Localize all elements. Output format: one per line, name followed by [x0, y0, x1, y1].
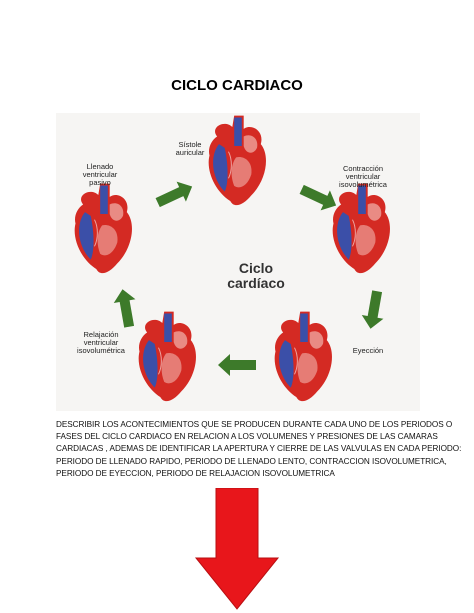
cardiac-cycle-diagram: Ciclo cardíaco Sístole auricular Contrac…	[56, 113, 420, 411]
page-title: CICLO CARDIACO	[171, 77, 303, 94]
description-line: FASES DEL CICLO CARDIACO EN RELACION A L…	[56, 432, 438, 442]
heart-atrial-systole	[208, 115, 267, 206]
cycle-arrow-2	[359, 289, 388, 331]
cycle-arrow-4	[111, 287, 140, 329]
heart-passive-filling	[74, 183, 133, 274]
label-atrial-systole: Sístole auricular	[175, 140, 205, 157]
description-paragraph: DESCRIBIR LOS ACONTECIMIENTOS QUE SE PRO…	[56, 419, 462, 480]
heart-isovolumetric-contraction	[332, 183, 391, 274]
description-line: DESCRIBIR LOS ACONTECIMIENTOS QUE SE PRO…	[56, 420, 453, 429]
heart-isovolumetric-relaxation	[138, 311, 197, 402]
label-isovolumetric-relaxation: Relajación ventricular isovolumétrica	[77, 330, 125, 355]
description-line: PERIODO DE LLENADO RAPIDO, PERIODO DE LL…	[56, 456, 447, 466]
description-line: PERIODO DE EYECCION, PERIODO DE RELAJACI…	[56, 468, 335, 478]
label-isovolumetric-contraction: Contracción ventricular isovolumétrica	[339, 164, 387, 189]
cycle-arrow-3	[218, 354, 256, 376]
label-ejection: Eyección	[352, 346, 384, 355]
label-passive-filling: Llenado ventricular pasivo	[82, 162, 118, 187]
down-arrow-icon	[194, 488, 280, 610]
description-line: CARDIACAS , ADEMAS DE IDENTIFICAR LA APE…	[56, 444, 462, 454]
heart-ejection	[274, 311, 333, 402]
cycle-center-title: Ciclo cardíaco	[227, 260, 285, 291]
cycle-arrow-5	[153, 176, 197, 213]
